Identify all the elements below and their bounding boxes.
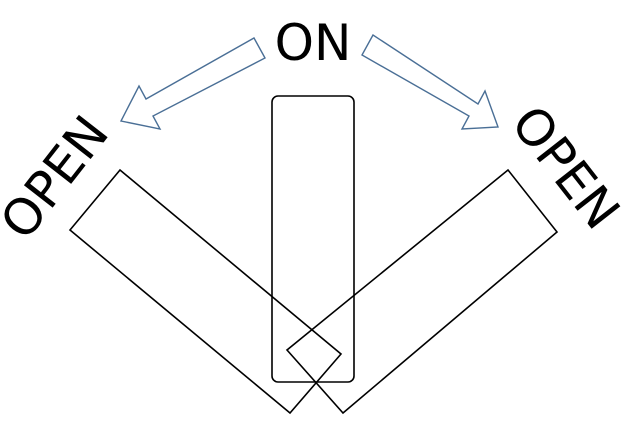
right-bar <box>285 168 559 415</box>
arrow-left <box>119 37 266 130</box>
label-open-left: OPEN <box>0 105 120 250</box>
label-open-right: OPEN <box>500 95 631 240</box>
center-bar <box>271 95 355 383</box>
arrow-right <box>361 33 499 130</box>
left-bar <box>68 168 343 415</box>
label-on: ON <box>275 14 352 72</box>
